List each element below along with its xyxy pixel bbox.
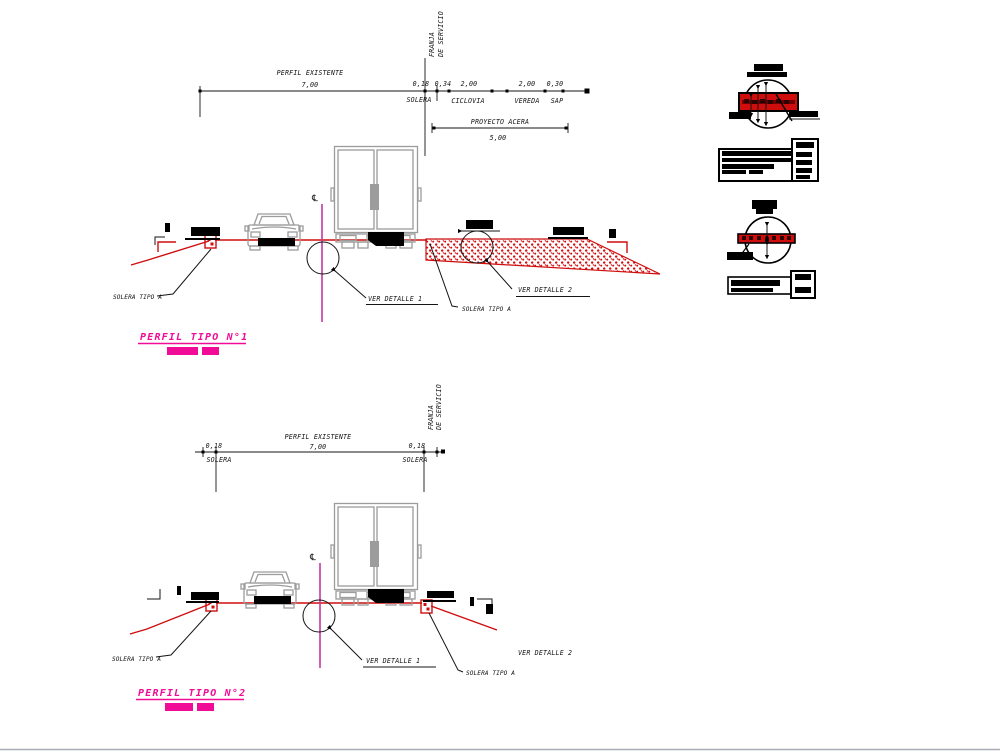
p2-solera-tipo-a-left: SOLERA TIPO A xyxy=(112,656,161,663)
p1-ciclovia-label: CICLOVIA xyxy=(451,97,484,105)
p1-solera-tipo-a-mid: SOLERA TIPO A xyxy=(462,306,511,313)
p1-perfil-existente-label: PERFIL EXISTENTE xyxy=(277,69,344,77)
p1-title: PERFIL TIPO N°1 xyxy=(140,332,248,343)
p1-scale-bar-1 xyxy=(167,347,198,355)
p1-franja-line1: FRANJA xyxy=(428,32,436,57)
legend-2-rows xyxy=(731,274,811,293)
p1-existente-width: 7,00 xyxy=(302,81,319,89)
p2-dimension-block: 0,18 SOLERA PERFIL EXISTENTE 7,00 0,18 S… xyxy=(195,384,445,492)
p2-solera-right-width: 0,18 xyxy=(409,442,426,450)
profile-2-section: 0,18 SOLERA PERFIL EXISTENTE 7,00 0,18 S… xyxy=(112,384,572,711)
p2-roadway: ℄ xyxy=(129,502,498,668)
p2-franja-line2: DE SERVICIO xyxy=(435,384,443,431)
p2-ver-detalle-2: VER DETALLE 2 xyxy=(518,649,572,657)
p2-solera-left-label: SOLERA xyxy=(206,456,231,464)
p1-proyecto-acera-width: 5,00 xyxy=(490,134,507,142)
p1-centerline-symbol: ℄ xyxy=(311,194,318,204)
p1-scale-bar-2 xyxy=(202,347,219,355)
p2-callouts: SOLERA TIPO A VER DETALLE 1 SOLERA TIPO … xyxy=(112,610,572,677)
p1-proyecto-acera-embankment xyxy=(425,238,661,275)
p2-existente-width: 7,00 xyxy=(310,443,327,451)
dimension-ticks xyxy=(198,88,590,94)
details-column xyxy=(718,64,820,299)
p1-berm-width: 0,34 xyxy=(435,80,452,88)
p2-ver-detalle-1: VER DETALLE 1 xyxy=(366,657,420,665)
legend-table-1 xyxy=(718,138,819,182)
p1-sap-label: SAP xyxy=(551,97,564,105)
detail-1-bubble xyxy=(729,64,820,129)
p1-ver-detalle-2: VER DETALLE 2 xyxy=(518,286,572,294)
p2-centerline-symbol: ℄ xyxy=(309,553,316,563)
p2-title: PERFIL TIPO N°2 xyxy=(138,688,246,699)
p2-solera-tipo-a-right: SOLERA TIPO A xyxy=(466,670,515,677)
p1-detail-2-circle xyxy=(460,230,494,264)
p1-ciclovia-width: 2,00 xyxy=(461,80,478,88)
p1-proyecto-acera-label: PROYECTO ACERA xyxy=(471,118,529,126)
p1-vereda-width: 2,00 xyxy=(519,80,536,88)
p2-dimension-ticks xyxy=(201,449,445,454)
p1-solera-width: 0,18 xyxy=(413,80,430,88)
p2-title-block: PERFIL TIPO N°2 xyxy=(136,688,246,711)
legend-1-rows xyxy=(722,151,812,179)
detail-2-bubble xyxy=(727,200,796,264)
detail-2-band-marks xyxy=(742,236,791,240)
p1-roadway: ℄ xyxy=(130,145,661,322)
detail-1-band-marks xyxy=(744,99,789,104)
p1-vereda-label: VEREDA xyxy=(514,97,539,105)
p2-solera-right-label: SOLERA xyxy=(402,456,427,464)
p2-scale-bar-2 xyxy=(197,703,214,711)
p1-franja-line2: DE SERVICIO xyxy=(437,11,445,58)
p2-solera-left-width: 0,18 xyxy=(206,442,223,450)
legend-table-2 xyxy=(727,270,816,299)
p2-scale-bar-1 xyxy=(165,703,193,711)
p1-sap-width: 0,30 xyxy=(547,80,564,88)
p1-detail-1-circle xyxy=(306,241,340,275)
p2-redacted-labels xyxy=(147,586,493,614)
p2-perfil-existente-label: PERFIL EXISTENTE xyxy=(285,433,352,441)
p1-title-block: PERFIL TIPO N°1 xyxy=(138,332,248,355)
p1-callouts: SOLERA TIPO A VER DETALLE 1 SOLERA TIPO … xyxy=(113,243,590,313)
p2-franja-line1: FRANJA xyxy=(427,405,435,430)
p1-ver-detalle-1: VER DETALLE 1 xyxy=(368,295,422,303)
p2-detail-1-circle xyxy=(302,599,336,633)
p1-solera-label: SOLERA xyxy=(406,96,431,104)
p1-dimension-block: PERFIL EXISTENTE 7,00 0,18 0,34 2,00 2,0… xyxy=(198,11,590,156)
p1-redacted-labels xyxy=(154,220,628,253)
profile-1-section: PERFIL EXISTENTE 7,00 0,18 0,34 2,00 2,0… xyxy=(113,11,661,355)
p1-solera-tipo-a-left: SOLERA TIPO A xyxy=(113,294,162,301)
